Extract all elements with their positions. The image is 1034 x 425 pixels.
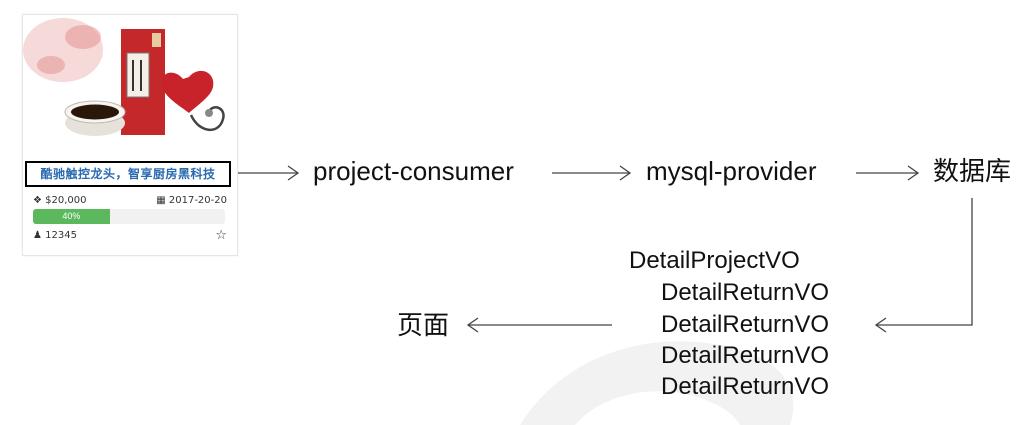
node-mysql-provider: mysql-provider: [646, 156, 817, 186]
vo-detail-project: DetailProjectVO: [629, 247, 800, 274]
arrow-db-to-vo: [874, 198, 973, 333]
node-page: 页面: [397, 310, 450, 340]
supporters-count: ♟ 12345: [33, 230, 77, 241]
amount-value: $20,000: [45, 195, 87, 206]
date-value: 2017-20-20: [168, 195, 227, 206]
arrow-provider-to-db: [856, 165, 920, 181]
product-card[interactable]: 酷驰触控龙头，智享厨房黑科技 ❖ $20,000 ▦ 2017-20-20 40…: [22, 14, 238, 256]
cube-icon: ❖: [33, 195, 42, 206]
product-title[interactable]: 酷驰触控龙头，智享厨房黑科技: [25, 161, 231, 187]
arrow-vo-to-page: [466, 317, 612, 333]
vo-detail-return: DetailReturnVO: [661, 279, 830, 306]
progress-bar: 40%: [33, 209, 225, 224]
vo-detail-return: DetailReturnVO: [661, 373, 830, 400]
funding-amount: ❖ $20,000: [33, 195, 87, 206]
vo-detail-return: DetailReturnVO: [661, 342, 830, 369]
star-outline-icon[interactable]: ☆: [215, 227, 227, 242]
node-project-consumer: project-consumer: [313, 156, 514, 186]
arrow-card-to-consumer: [238, 165, 300, 181]
supporters-value: 12345: [45, 230, 77, 241]
product-image: [23, 15, 237, 155]
arrow-consumer-to-provider: [552, 165, 632, 181]
user-icon: ♟: [33, 230, 42, 241]
progress-fill: 40%: [33, 209, 110, 224]
calendar-icon: ▦: [156, 195, 166, 206]
node-database: 数据库: [933, 156, 1012, 186]
deadline-date: ▦ 2017-20-20: [156, 195, 227, 206]
vo-detail-return: DetailReturnVO: [661, 311, 830, 338]
